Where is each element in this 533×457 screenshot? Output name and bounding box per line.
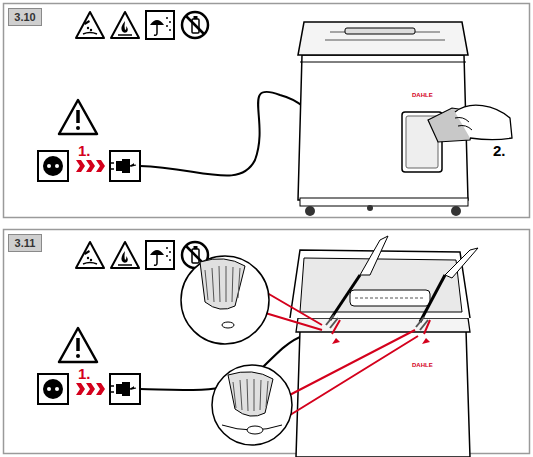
panel-number-text: 3.10 — [14, 11, 35, 23]
step-number: 1. — [78, 143, 91, 158]
panel-number: 3.10 — [8, 8, 42, 26]
panel-number-text: 3.11 — [15, 237, 36, 249]
panel-number: 3.11 — [8, 234, 42, 252]
step-number: 2. — [493, 143, 506, 158]
step-number: 1. — [78, 366, 91, 381]
brand-logo: DAHLE — [412, 362, 433, 368]
brand-logo: DAHLE — [412, 92, 433, 98]
